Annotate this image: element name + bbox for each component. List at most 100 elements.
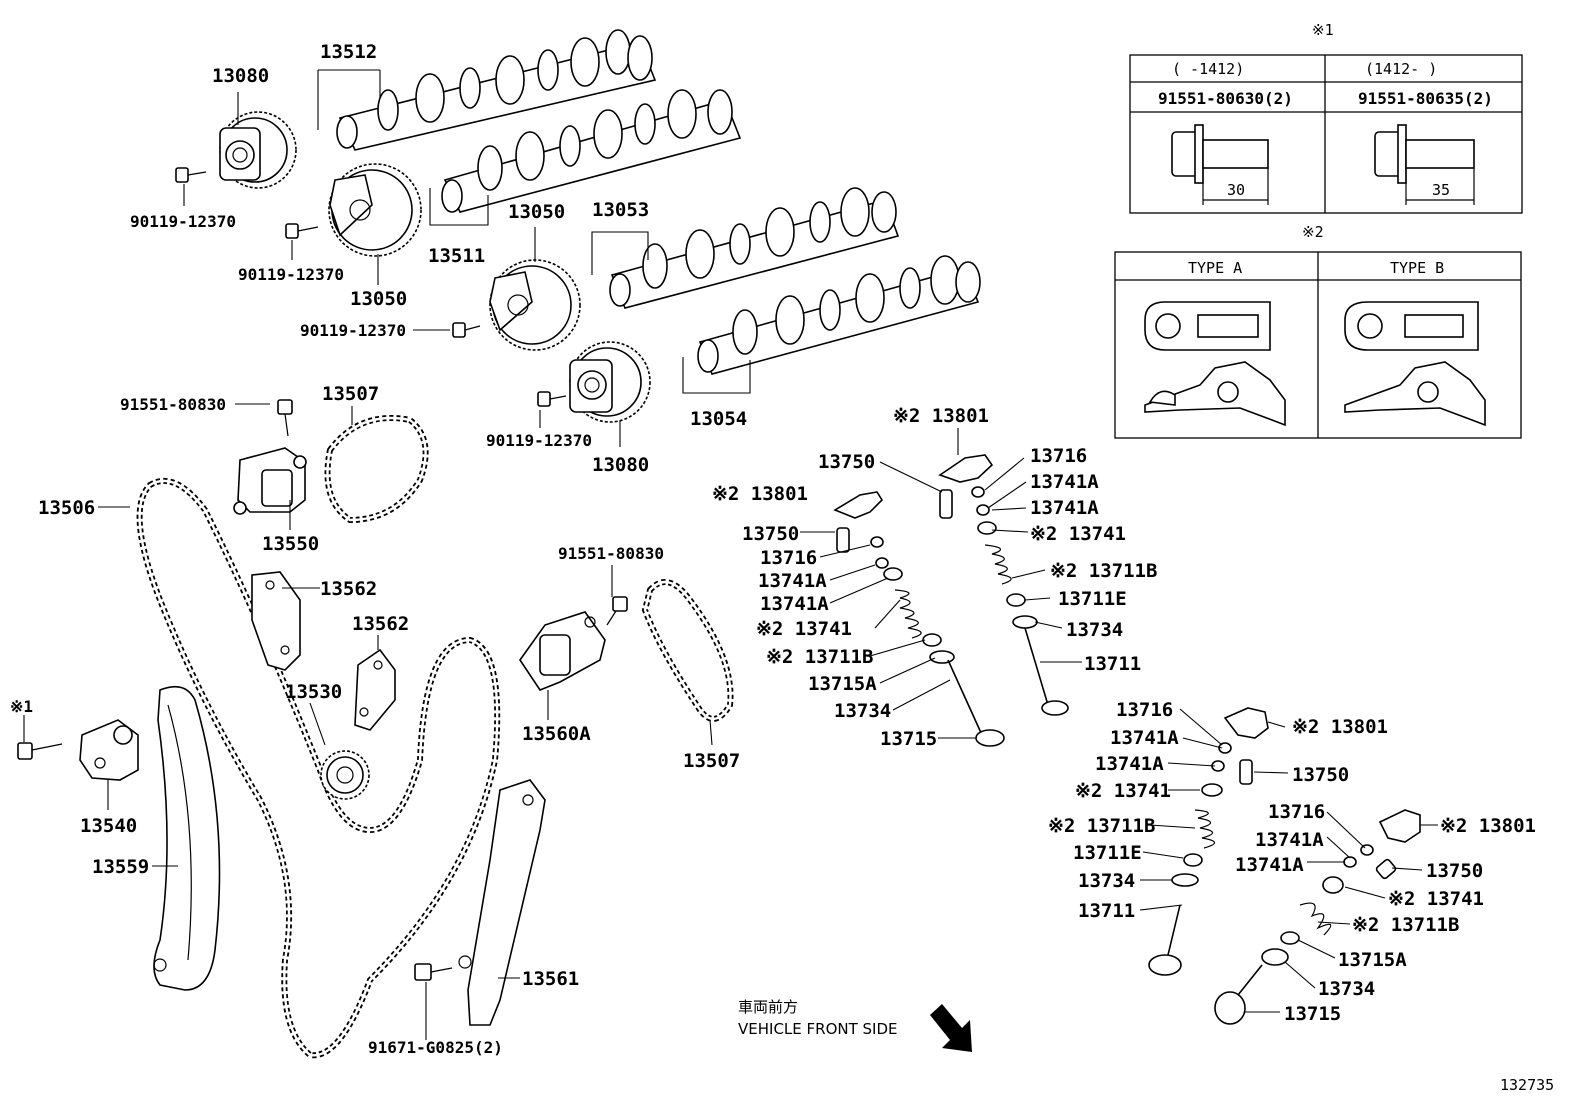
label-r13801-a: ※2 13801 (1292, 716, 1388, 738)
note-table-2: ※2 TYPE A TYPE B (1114, 223, 1522, 439)
illustration-id: 132735 (1500, 1076, 1554, 1094)
label-13741A-d: 13741A (760, 593, 829, 615)
valve-group-lower-right-a (1148, 707, 1269, 976)
cam-sprocket-13050-upper (328, 163, 422, 257)
label-91671: 91671-G0825(2) (368, 1038, 503, 1057)
label-r13711E: 13711E (1073, 842, 1142, 864)
camshaft-13512 (336, 29, 657, 151)
label-r13716-a: 13716 (1116, 699, 1173, 721)
bolt-91551-b (606, 596, 628, 626)
table1-col2-part: 91551-80635(2) (1358, 89, 1493, 108)
table1-col2-len: 35 (1432, 181, 1450, 199)
direction-en: VEHICLE FRONT SIDE (738, 1020, 898, 1038)
label-13741-a: ※2 13741 (1030, 523, 1126, 545)
label-13716-a: 13716 (1030, 445, 1087, 467)
label-13560A: 13560A (522, 723, 591, 745)
label-13741A-a: 13741A (1030, 471, 1099, 493)
label-r13750-a: 13750 (1292, 764, 1349, 786)
valve-group-upper-right (938, 454, 1069, 716)
table2-type-a: TYPE A (1188, 259, 1242, 277)
label-r13715A: 13715A (1338, 949, 1407, 971)
label-13734-a: 13734 (1066, 619, 1123, 641)
camshaft-13054 (697, 255, 981, 375)
bolt-91671 (414, 963, 453, 981)
label-r13741-b: ※2 13741 (1388, 888, 1484, 910)
chain-guide-13561 (458, 779, 546, 1026)
bolt-35-drawing (1374, 124, 1475, 205)
timing-chain-13506 (136, 478, 501, 1059)
bolt-90119-a (175, 167, 207, 183)
table2-type-b: TYPE B (1390, 259, 1444, 277)
label-90119-b: 90119-12370 (238, 265, 344, 284)
label-90119-d: 90119-12370 (486, 431, 592, 450)
rocker-type-b-drawing (1344, 301, 1486, 427)
label-13050-lower: 13050 (508, 201, 565, 223)
label-13734-b: 13734 (834, 700, 891, 722)
bolt-90119-c (452, 322, 481, 338)
table1-col2-range: (1412- ) (1365, 60, 1437, 78)
chain-13507-lower (641, 579, 734, 722)
table1-col1-part: 91551-80630(2) (1158, 89, 1293, 108)
valve-group-lower-right-b (1214, 809, 1421, 1025)
label-13801-a: ※2 13801 (893, 405, 989, 427)
label-13050-upper: 13050 (350, 288, 407, 310)
label-13080-upper: 13080 (212, 65, 269, 87)
bolt-91551-a (277, 399, 293, 437)
label-13550: 13550 (262, 533, 319, 555)
label-13053: 13053 (592, 199, 649, 221)
bolt-30-drawing (1171, 124, 1269, 205)
crank-sprocket-13530 (320, 750, 370, 800)
camshaft-13053 (609, 187, 900, 309)
direction-jp: 車両前方 (738, 998, 798, 1016)
label-13540: 13540 (80, 815, 137, 837)
rocker-type-a-drawing (1144, 301, 1286, 427)
label-91551-b: 91551-80830 (558, 544, 664, 563)
label-13716-b: 13716 (760, 547, 817, 569)
label-r13741-a: ※2 13741 (1075, 780, 1171, 802)
label-r13711: 13711 (1078, 900, 1135, 922)
label-13715: 13715 (880, 728, 937, 750)
part-labels: 13080 13512 90119-12370 90119-12370 1305… (10, 41, 1536, 1057)
label-r13716-b: 13716 (1268, 801, 1325, 823)
chain-13507-upper (324, 415, 429, 524)
valve-group-middle (833, 491, 1005, 747)
label-r13711B-a: ※2 13711B (1048, 815, 1155, 837)
leader-lines (23, 69, 1438, 1040)
bolt-90119-b (285, 223, 319, 239)
label-13711B-b: ※2 13711B (766, 646, 873, 668)
label-13741A-c: 13741A (758, 570, 827, 592)
label-13507-lower: 13507 (683, 750, 740, 772)
label-90119-a: 90119-12370 (130, 212, 236, 231)
bolt-note1 (17, 742, 63, 760)
label-r13741A-a: 13741A (1110, 727, 1179, 749)
label-91551-a: 91551-80830 (120, 395, 226, 414)
label-13801-b: ※2 13801 (712, 483, 808, 505)
label-r13750-b: 13750 (1426, 860, 1483, 882)
direction-arrow-icon (930, 1004, 972, 1052)
label-13711B-a: ※2 13711B (1050, 560, 1157, 582)
vehicle-front-direction: 車両前方 VEHICLE FRONT SIDE (738, 998, 972, 1052)
label-r13741A-d: 13741A (1235, 854, 1304, 876)
label-13711-a: 13711 (1084, 653, 1141, 675)
bolt-90119-d (537, 391, 567, 407)
chain-guide-13559 (153, 685, 221, 991)
label-r13801-b: ※2 13801 (1440, 815, 1536, 837)
label-13530: 13530 (285, 681, 342, 703)
label-13715A: 13715A (808, 673, 877, 695)
tensioner-13540 (79, 719, 139, 781)
label-13080-lower: 13080 (592, 454, 649, 476)
table1-col1-len: 30 (1227, 181, 1245, 199)
label-13507-upper: 13507 (322, 383, 379, 405)
label-13506: 13506 (38, 497, 95, 519)
label-r13715: 13715 (1284, 1003, 1341, 1025)
label-13711E-a: 13711E (1058, 588, 1127, 610)
label-13561: 13561 (522, 968, 579, 990)
cam-timing-gear-13080-upper (219, 111, 297, 189)
label-13741A-b: 13741A (1030, 497, 1099, 519)
label-13750-a: 13750 (818, 451, 875, 473)
label-13750-b: 13750 (742, 523, 799, 545)
label-13741-b: ※2 13741 (756, 618, 852, 640)
chain-guide-13562-b (354, 648, 396, 731)
